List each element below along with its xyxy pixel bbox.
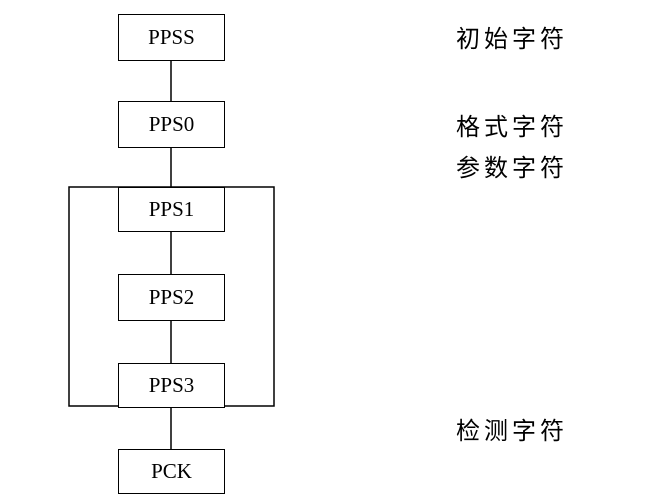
box-pck: PCK xyxy=(118,449,225,494)
label-parameter-character: 参数字符 xyxy=(456,154,568,182)
label-format-character: 格式字符 xyxy=(456,113,568,141)
box-pps1: PPS1 xyxy=(118,187,225,232)
box-ppss: PPSS xyxy=(118,14,225,61)
box-pps0-text: PPS0 xyxy=(148,112,195,136)
box-pps3: PPS3 xyxy=(118,363,225,408)
box-pps1-text: PPS1 xyxy=(148,197,195,221)
label-check-character: 检测字符 xyxy=(456,417,568,445)
label-initial-character: 初始字符 xyxy=(456,25,568,53)
box-pps0: PPS0 xyxy=(118,101,225,148)
box-pps2-text: PPS2 xyxy=(148,285,195,309)
box-pck-text: PCK xyxy=(151,459,192,483)
box-ppss-text: PPSS xyxy=(148,25,195,49)
box-pps2: PPS2 xyxy=(118,274,225,321)
box-pps3-text: PPS3 xyxy=(148,373,195,397)
